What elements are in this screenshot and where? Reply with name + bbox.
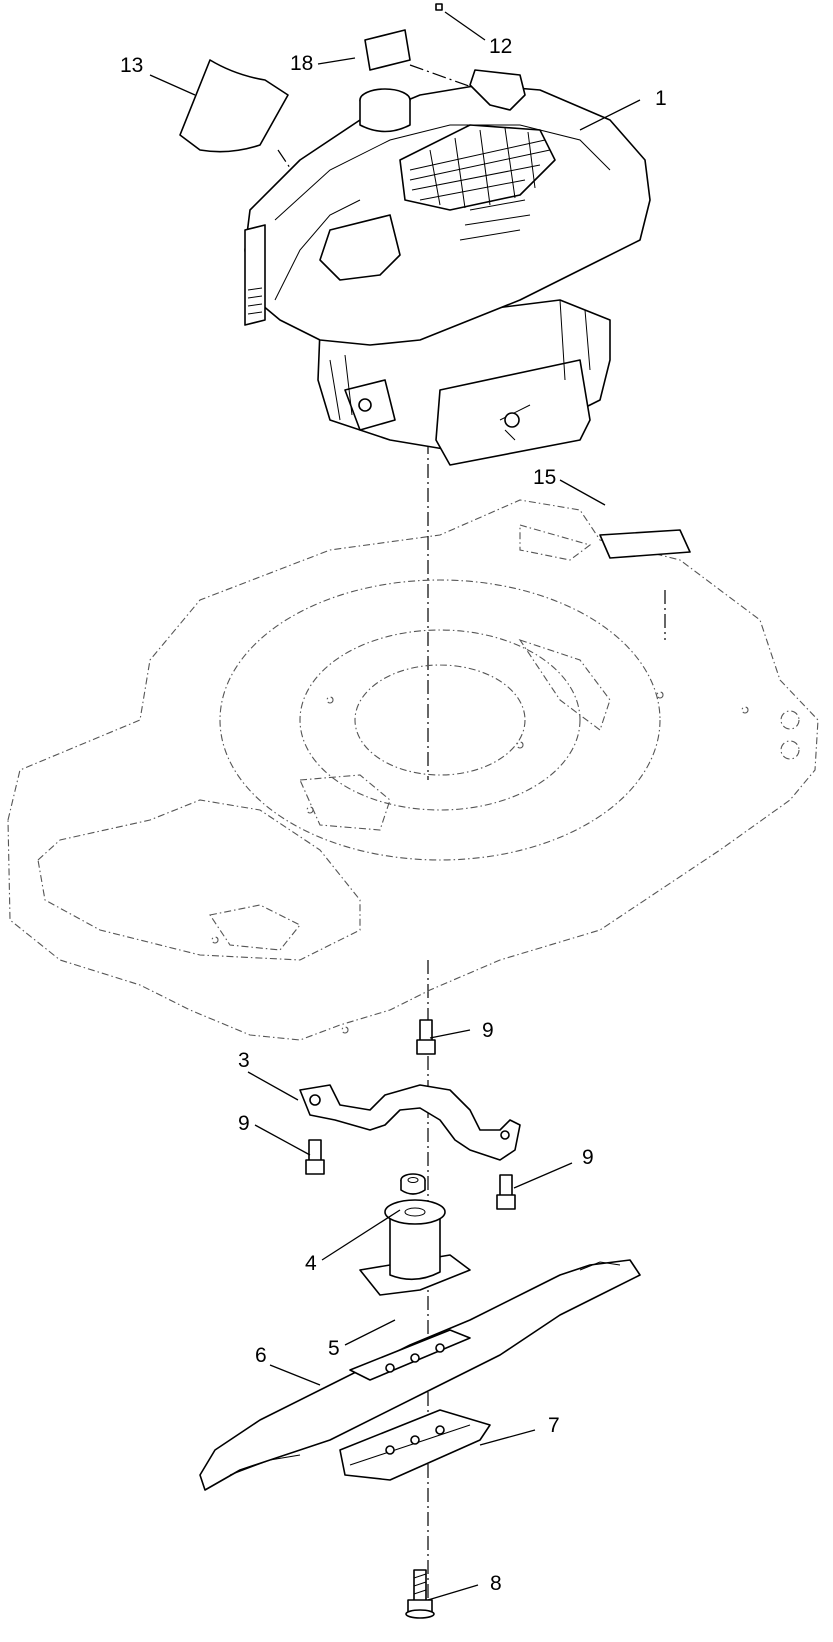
bracket-3 — [299, 1084, 521, 1161]
stiffener-7 — [339, 1409, 491, 1481]
bolt-9-upper — [416, 1019, 436, 1055]
callout-12: 12 — [489, 35, 512, 58]
callout-4: 4 — [305, 1252, 317, 1275]
callout-9-right: 9 — [582, 1146, 594, 1169]
mower-deck-phantom — [7, 499, 819, 1041]
blade-6 — [199, 1259, 641, 1491]
callout-9-left: 9 — [238, 1112, 250, 1135]
bolt-9-left — [305, 1139, 325, 1175]
callout-1: 1 — [655, 87, 667, 110]
decal-18-axis — [409, 64, 481, 91]
decal-15 — [599, 529, 691, 559]
callout-7: 7 — [548, 1414, 560, 1437]
callout-5: 5 — [328, 1337, 340, 1360]
key-4 — [400, 1173, 426, 1195]
bolt-8 — [405, 1569, 435, 1619]
callout-13: 13 — [120, 54, 143, 77]
engine-assembly — [244, 69, 651, 466]
callout-15: 15 — [533, 466, 556, 489]
callout-3: 3 — [238, 1049, 250, 1072]
screw-12 — [435, 3, 443, 11]
bolt-9-right — [496, 1174, 516, 1210]
leader-lines — [149, 11, 641, 1601]
decal-13 — [179, 59, 289, 153]
callout-18: 18 — [290, 52, 313, 75]
callout-6: 6 — [255, 1344, 267, 1367]
blade-adapter-5 — [359, 1199, 471, 1296]
engine-grille-mesh — [409, 127, 551, 209]
callout-9-upper: 9 — [482, 1019, 494, 1042]
callout-labels: 1 3 4 5 6 7 8 9 9 9 12 13 15 18 — [120, 35, 667, 1595]
callout-8: 8 — [490, 1572, 502, 1595]
decal-18 — [364, 29, 411, 71]
